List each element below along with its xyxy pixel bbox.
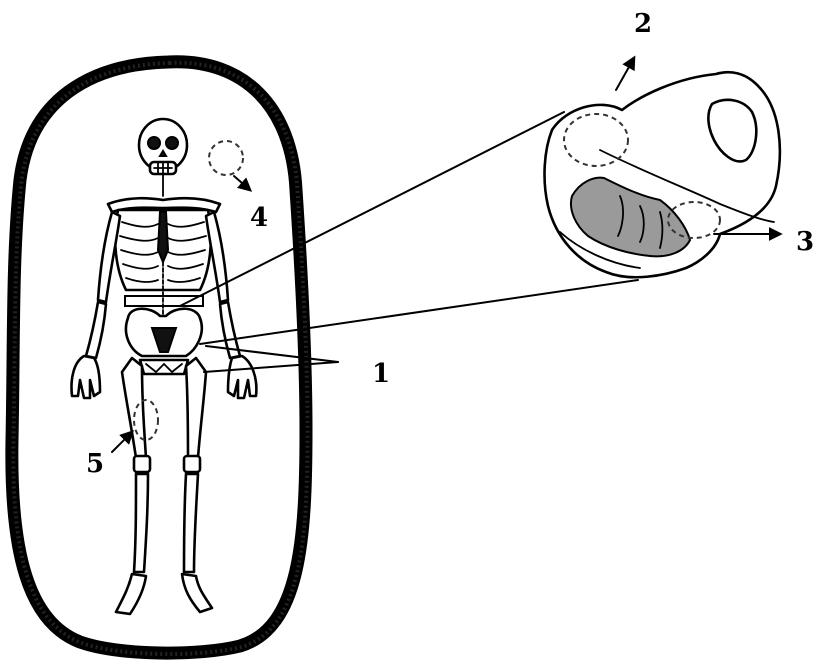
label-2: 2 (634, 9, 652, 39)
right-leg (182, 358, 212, 612)
skeleton (72, 119, 257, 614)
label-4: 4 (250, 203, 268, 233)
label-5: 5 (86, 449, 104, 479)
enlarged-pelvis (545, 72, 780, 277)
label-1: 1 (372, 359, 390, 389)
skull (139, 119, 187, 174)
label-3: 3 (796, 227, 814, 257)
left-arm (72, 212, 121, 398)
marker-circle-4 (209, 141, 243, 175)
left-leg (116, 358, 150, 614)
